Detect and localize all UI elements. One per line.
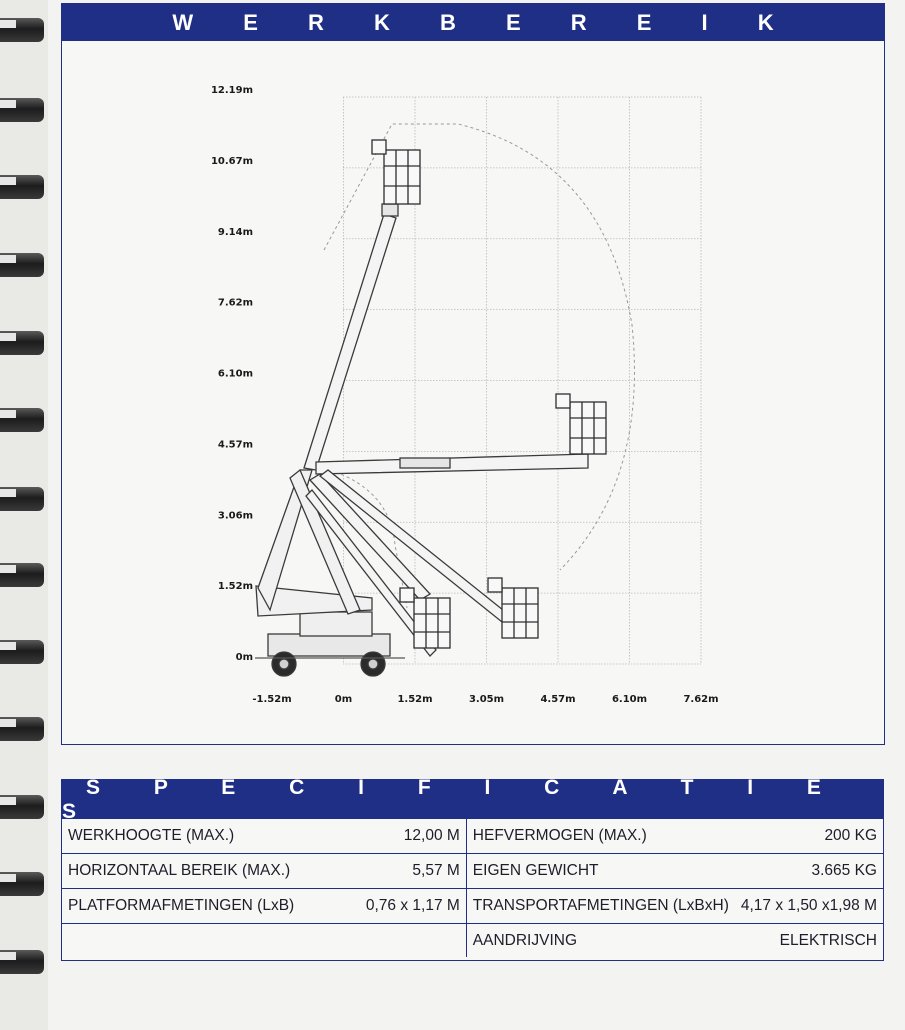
y-tick-label: 12.19m	[211, 85, 253, 96]
specs-table: WERKHOOGTE (MAX.) 12,00 M HEFVERMOGEN (M…	[62, 819, 883, 957]
spec-label: TRANSPORTAFMETINGEN (LxBxH)	[466, 888, 735, 924]
spec-label: PLATFORMAFMETINGEN (LxB)	[62, 888, 342, 924]
spec-value: 200 KG	[734, 819, 883, 854]
spec-value: 0,76 x 1,17 M	[341, 888, 467, 924]
platform-basket-top	[371, 139, 421, 205]
binding-ring-icon	[0, 18, 44, 42]
table-row: PLATFORMAFMETINGEN (LxB) 0,76 x 1,17 M T…	[62, 888, 883, 924]
binding-ring-icon	[0, 717, 44, 741]
spec-label	[62, 924, 341, 958]
spec-value: 12,00 M	[341, 819, 467, 854]
specificaties-panel: S P E C I F I C A T I E S WERKHOOGTE (MA…	[61, 776, 884, 961]
x-tick-label: 1.52m	[397, 694, 432, 705]
y-tick-label: 1.52m	[218, 581, 253, 592]
boom-lift-machine	[255, 203, 589, 677]
spec-label: EIGEN GEWICHT	[466, 853, 735, 889]
x-tick-label: 7.62m	[683, 694, 718, 705]
werkbereik-title: W E R K B E R E I K	[62, 4, 884, 41]
binding-ring-icon	[0, 331, 44, 355]
y-tick-label: 9.14m	[218, 227, 253, 238]
binding-ring-icon	[0, 563, 44, 587]
spec-value: 3.665 KG	[734, 853, 883, 889]
binding-ring-icon	[0, 253, 44, 277]
spec-label: HEFVERMOGEN (MAX.)	[466, 819, 735, 854]
spec-label: HORIZONTAAL BEREIK (MAX.)	[62, 853, 342, 889]
spec-label: AANDRIJVING	[472, 931, 578, 949]
binding-ring-icon	[0, 872, 44, 896]
reach-envelope	[323, 123, 635, 571]
y-tick-label: 6.10m	[218, 369, 253, 380]
binding-ring-icon	[0, 795, 44, 819]
spiral-binding	[0, 0, 48, 1030]
y-tick-label: 0m	[236, 652, 253, 663]
y-axis-labels: 12.19m 10.67m 9.14m 7.62m 6.10m 4.57m 3.06m 1.5…	[211, 85, 253, 663]
binding-ring-icon	[0, 640, 44, 664]
y-tick-label: 4.57m	[218, 439, 253, 450]
spec-value	[341, 923, 467, 957]
platform-basket-low-2	[487, 577, 539, 639]
binding-ring-icon	[0, 175, 44, 199]
spec-value: 4,17 x 1,50 x1,98 M	[734, 888, 883, 924]
werkbereik-panel: W E R K B E R E I K	[61, 3, 885, 745]
reach-envelope-inner	[329, 469, 408, 609]
spec-value: ELEKTRISCH	[779, 931, 877, 949]
binding-ring-icon	[0, 408, 44, 432]
working-range-diagram: 12.19m 10.67m 9.14m 7.62m 6.10m 4.57m 3.06m 1.5…	[211, 85, 719, 705]
binding-ring-icon	[0, 98, 44, 122]
table-row: AANDRIJVING ELEKTRISCH	[62, 923, 883, 958]
x-tick-label: -1.52m	[252, 694, 291, 705]
binding-ring-icon	[0, 487, 44, 511]
platform-basket-horizontal	[555, 393, 607, 455]
binding-ring-icon	[0, 950, 44, 974]
y-tick-label: 10.67m	[211, 156, 253, 167]
x-tick-label: 6.10m	[612, 694, 647, 705]
spec-value: 5,57 M	[341, 853, 467, 889]
table-row: WERKHOOGTE (MAX.) 12,00 M HEFVERMOGEN (M…	[62, 819, 883, 854]
x-axis-labels: -1.52m 0m 1.52m 3.05m 4.57m 6.10m 7.62m	[252, 694, 718, 705]
table-row: HORIZONTAAL BEREIK (MAX.) 5,57 M EIGEN G…	[62, 853, 883, 889]
specificaties-title: S P E C I F I C A T I E S	[62, 776, 883, 823]
y-tick-label: 3.06m	[218, 510, 253, 521]
platform-basket-low-1	[399, 587, 451, 649]
x-tick-label: 0m	[335, 694, 352, 705]
spec-label: WERKHOOGTE (MAX.)	[62, 819, 342, 854]
x-tick-label: 3.05m	[469, 694, 504, 705]
y-tick-label: 7.62m	[218, 298, 253, 309]
x-tick-label: 4.57m	[540, 694, 575, 705]
